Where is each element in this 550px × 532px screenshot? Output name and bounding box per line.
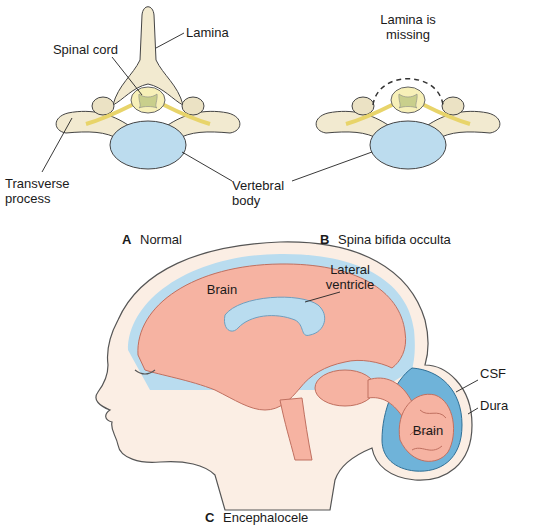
part-label: Lamina xyxy=(186,25,256,40)
encephalocele-head xyxy=(96,242,472,510)
part-label: CSF xyxy=(480,366,540,381)
panel-caption: Spina bifida occulta xyxy=(338,232,498,247)
open-vertebra xyxy=(316,79,500,169)
part-label: Brain xyxy=(192,282,252,297)
panel-caption: Encephalocele xyxy=(223,510,363,525)
part-label: Lamina is missing xyxy=(363,12,453,42)
panel-letter: B xyxy=(320,232,336,247)
part-label: Spinal cord xyxy=(28,42,118,57)
panel-letter: A xyxy=(122,232,138,247)
part-label: Lateral ventricle xyxy=(315,262,385,292)
panel-letter: C xyxy=(205,510,221,525)
part-label: Brain xyxy=(403,423,453,438)
panel-caption: Normal xyxy=(140,232,220,247)
leader-lines xyxy=(42,33,478,414)
part-label: Dura xyxy=(480,398,540,413)
part-label: Vertebral body xyxy=(232,178,294,208)
part-label: Transverse process xyxy=(5,176,80,206)
